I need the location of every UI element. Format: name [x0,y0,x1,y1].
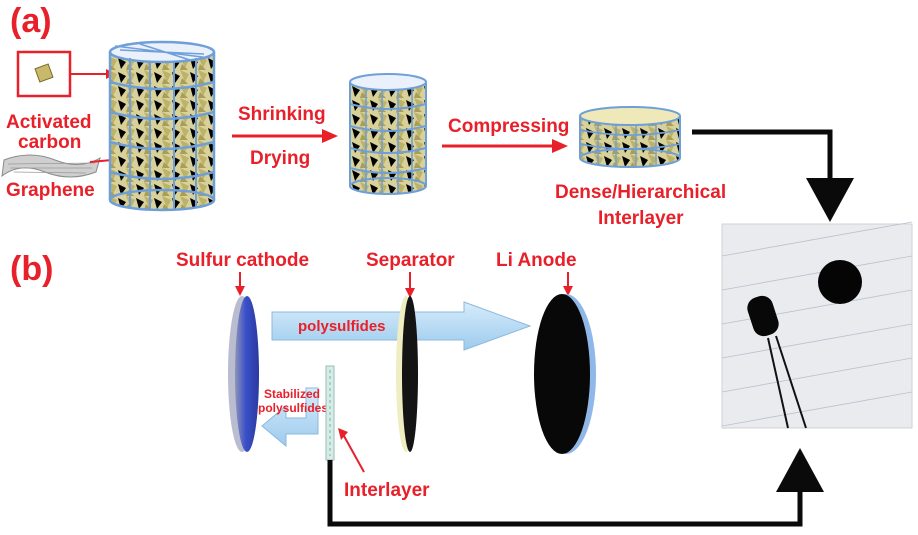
polysulfides-label: polysulfides [298,318,386,335]
panel-b-label: (b) [10,250,53,288]
connector-arrow-top [692,129,854,222]
li-anode-disc [534,294,596,454]
separator-pointer [405,272,415,298]
interlayer-pointer [338,428,365,473]
shrinking-label: Shrinking [238,104,326,125]
compressed-interlayer-disc [579,106,681,168]
graphene-sheet-icon [1,154,101,178]
sulfur-cathode-disc [228,296,259,452]
stabilized-label-1: Stabilized [264,387,320,401]
activated-carbon-box [16,50,72,98]
compressing-arrow [442,139,568,153]
activated-carbon-label-1: Activated [6,112,92,133]
drying-label: Drying [250,148,310,169]
panel-a-label: (a) [10,2,52,40]
stabilized-label-2: polysulfides [258,401,328,415]
shrinking-drying-arrow [232,129,338,143]
scaffold-cylinder-medium [349,73,427,195]
interlayer-disc-photo-icon [818,260,862,304]
interlayer-label: Interlayer [344,480,430,501]
sulfur-cathode-label: Sulfur cathode [176,250,309,271]
scaffold-cylinder-large [108,40,216,212]
stabilized-polysulfides-arrow [261,387,319,448]
dense-hierarchical-label: Dense/Hierarchical [555,182,726,203]
interlayer-strip [325,365,335,461]
compressing-label: Compressing [448,116,569,137]
graphene-label: Graphene [6,180,95,201]
interlayer-photo [721,221,913,429]
separator-disc [396,296,418,452]
li-anode-label: Li Anode [496,250,577,271]
activated-carbon-label-2: carbon [18,132,81,153]
separator-label: Separator [366,250,455,271]
interlayer-result-label: Interlayer [598,208,684,229]
li-anode-pointer [563,272,573,296]
connector-arrow-bottom [327,448,824,527]
sulfur-cathode-pointer [235,272,245,296]
carbon-particle-icon [34,63,54,83]
tweezers-held-disc-icon [747,295,779,337]
